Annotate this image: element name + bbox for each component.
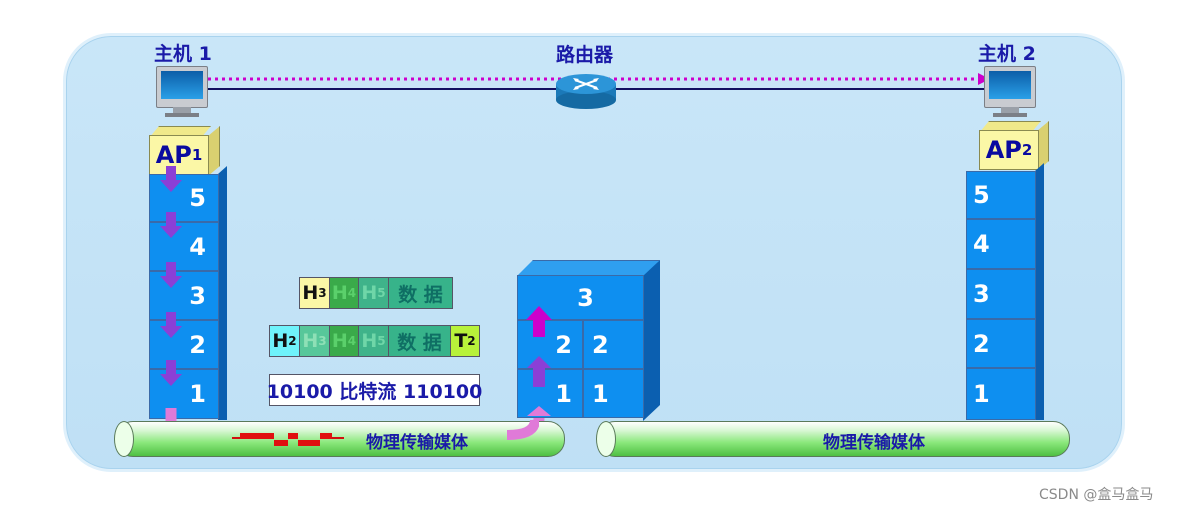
watermark: CSDN @盒马盒马 <box>1039 487 1154 503</box>
router-label: 路由器 <box>556 44 614 66</box>
host1-down-arrows <box>160 166 185 442</box>
pdu-header-main: H <box>302 282 319 304</box>
down-arrow-icon <box>160 262 182 288</box>
host1-layer-3: 3 <box>149 271 219 320</box>
flow-curve-router <box>506 420 539 440</box>
down-arrow-icon <box>160 166 182 192</box>
router-layer-2-right: 2 <box>583 320 644 369</box>
pdu-header-main: H <box>302 330 319 352</box>
ap1-main-text: AP <box>155 141 192 169</box>
host1-layer-1: 1 <box>149 369 219 419</box>
host2-layer-3: 3 <box>966 269 1036 319</box>
host2-stack: 5 4 3 2 1 <box>966 171 1036 420</box>
router-icon <box>556 74 616 109</box>
router-layer-1-row: 1 1 <box>517 369 644 418</box>
host2-layer-1: 1 <box>966 368 1036 420</box>
pdu-header-sub: 4 <box>347 286 357 300</box>
pdu-data-payload: 数 据 <box>389 326 451 356</box>
host2-stack-side <box>1035 163 1044 420</box>
medium-label-left: 物理传输媒体 <box>366 433 468 453</box>
pipe-end-cap <box>596 421 616 457</box>
router-stack: 3 2 2 1 1 <box>517 275 644 418</box>
pdu-header-main: H <box>361 330 378 352</box>
down-arrow-icon <box>160 212 182 238</box>
host2-layer-5: 5 <box>966 171 1036 219</box>
pdu-header-main: H <box>331 282 348 304</box>
ap2-subscript: 2 <box>1021 141 1033 159</box>
ap1-subscript: 1 <box>191 146 203 164</box>
host1-layer-4: 4 <box>149 222 219 271</box>
pdu-header-sub: 5 <box>377 286 386 300</box>
pdu-header-main: H <box>331 330 348 352</box>
pdu-header-sub: 4 <box>347 334 357 348</box>
host2-layer-2: 2 <box>966 319 1036 368</box>
router-layer-2-row: 2 2 <box>517 320 644 369</box>
medium-label-right: 物理传输媒体 <box>823 433 925 453</box>
host2-layer-4: 4 <box>966 219 1036 269</box>
up-arrow-icon <box>526 306 552 337</box>
signal-waveform-icon <box>232 433 344 446</box>
pdu-data-payload: 数 据 <box>389 278 452 308</box>
host1-layer-5: 5 <box>149 174 219 222</box>
up-arrow-icon <box>527 356 551 387</box>
pdu-header-sub: 3 <box>318 334 327 348</box>
host2-label: 主机 2 <box>978 43 1036 65</box>
ap2-main-text: AP <box>985 136 1022 164</box>
monitor-icon <box>984 66 1036 117</box>
host1-label: 主机 1 <box>154 43 212 65</box>
down-arrow-icon <box>160 312 182 338</box>
bitstream-box: 10100 比特流 110100 <box>267 374 482 406</box>
down-arrow-icon <box>160 360 182 386</box>
router-stack-side <box>643 260 660 421</box>
host1-layer-2: 2 <box>149 320 219 369</box>
router-layer-1-right: 1 <box>583 369 644 418</box>
router-stack-top <box>517 260 660 276</box>
pdu-trailer-main: T <box>454 330 468 352</box>
up-arrow-icon <box>527 406 551 416</box>
pdu-header-sub: 3 <box>318 286 327 300</box>
pdu-trailer-sub: 2 <box>467 334 476 348</box>
physical-medium-pipe-right <box>598 421 1070 457</box>
router-layer-1-left: 1 <box>517 369 583 418</box>
host1-stack: 5 4 3 2 1 <box>149 174 219 419</box>
pdu-header-main: H <box>272 330 289 352</box>
host1-stack-side <box>218 166 227 420</box>
router-layer-3: 3 <box>517 275 644 320</box>
monitor-icon <box>156 66 208 117</box>
pdu-header-sub: 2 <box>288 334 297 348</box>
pdu-header-sub: 5 <box>377 334 386 348</box>
router-layer-2-left: 2 <box>517 320 583 369</box>
pdu-header-main: H <box>361 282 378 304</box>
pipe-end-cap <box>114 421 134 457</box>
